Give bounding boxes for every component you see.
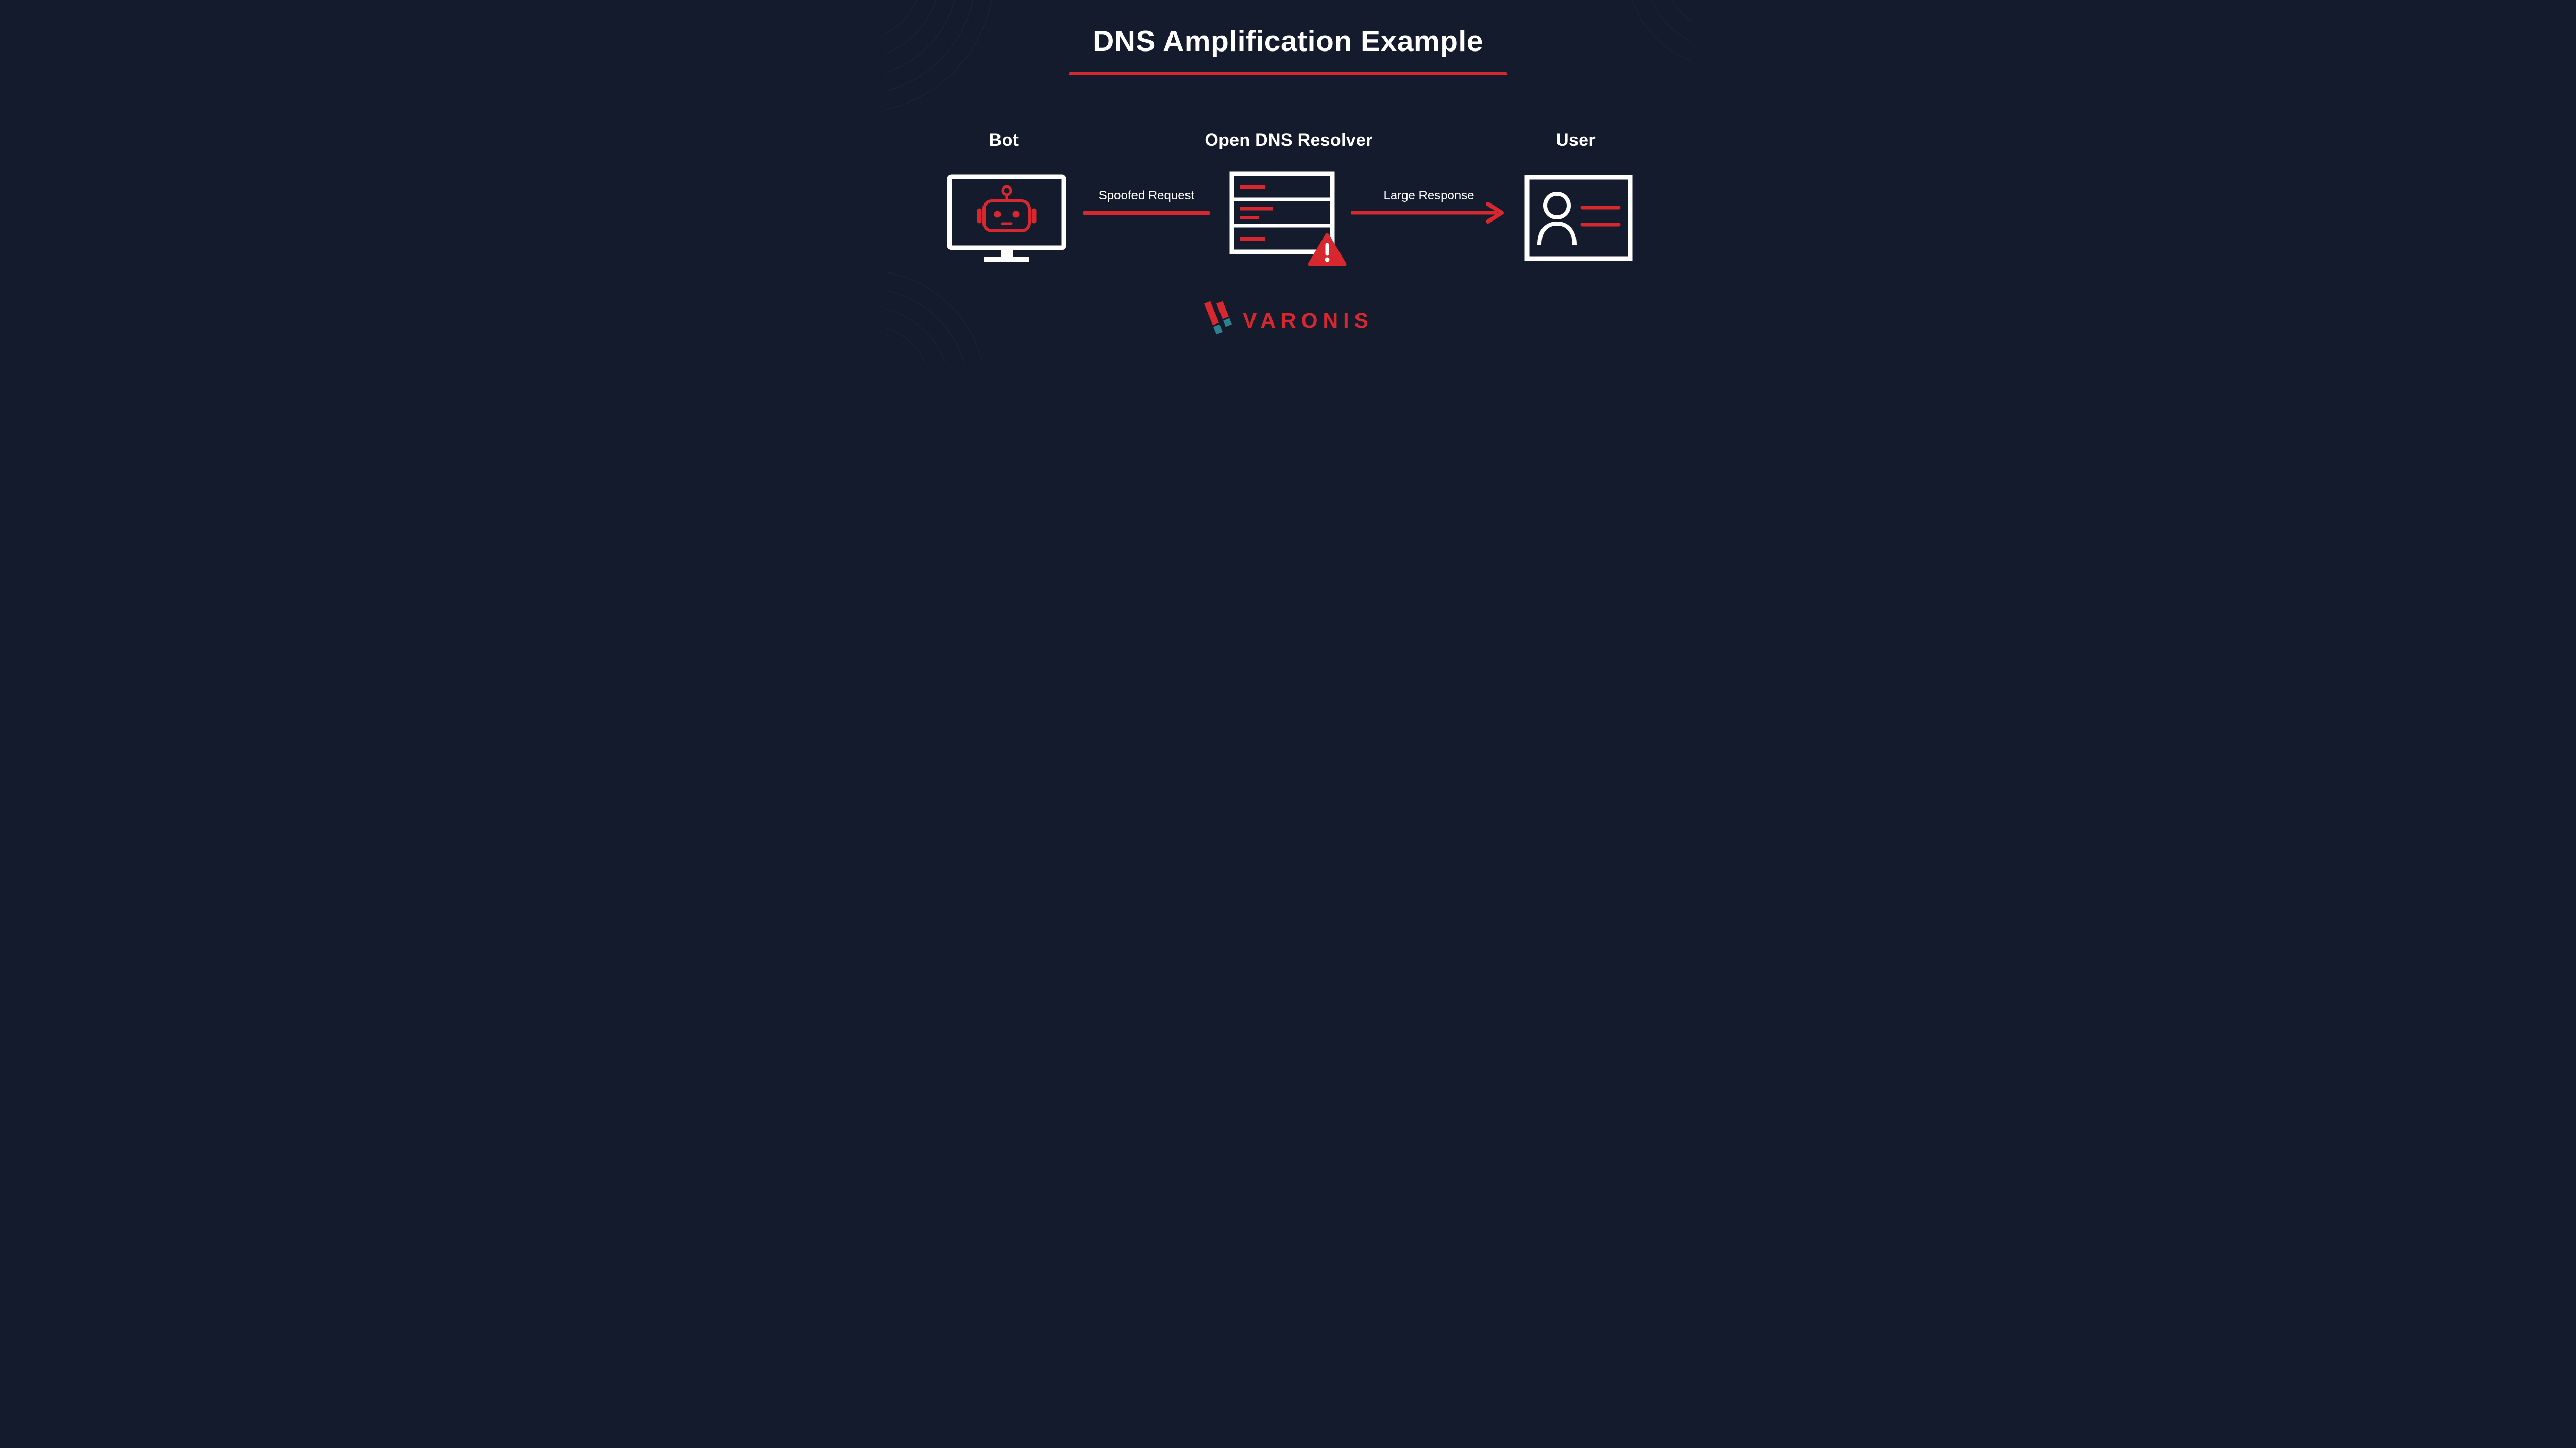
node-label-user: User [1556, 130, 1596, 150]
infographic-canvas: DNS Amplification Example Bot Open DNS R… [885, 0, 1691, 362]
varonis-wordmark: VARONIS [1243, 309, 1374, 332]
bot-monitor-icon [947, 174, 1066, 269]
warning-triangle-icon [1308, 233, 1347, 269]
spoofed-request-arrow [1082, 211, 1210, 215]
varonis-logo-icon [1202, 301, 1234, 337]
varonis-logo: VARONIS [886, 301, 1691, 337]
page-title: DNS Amplification Example [1093, 25, 1483, 58]
node-label-resolver: Open DNS Resolver [1205, 130, 1373, 150]
large-response-arrow [1350, 201, 1508, 227]
title-underline [1069, 72, 1507, 75]
user-card-icon [1524, 175, 1633, 264]
edge-label-large-response: Large Response [1383, 189, 1475, 202]
edge-label-spoofed-request: Spoofed Request [1098, 189, 1195, 202]
node-label-bot: Bot [989, 130, 1019, 150]
dns-server-icon [1229, 171, 1335, 257]
